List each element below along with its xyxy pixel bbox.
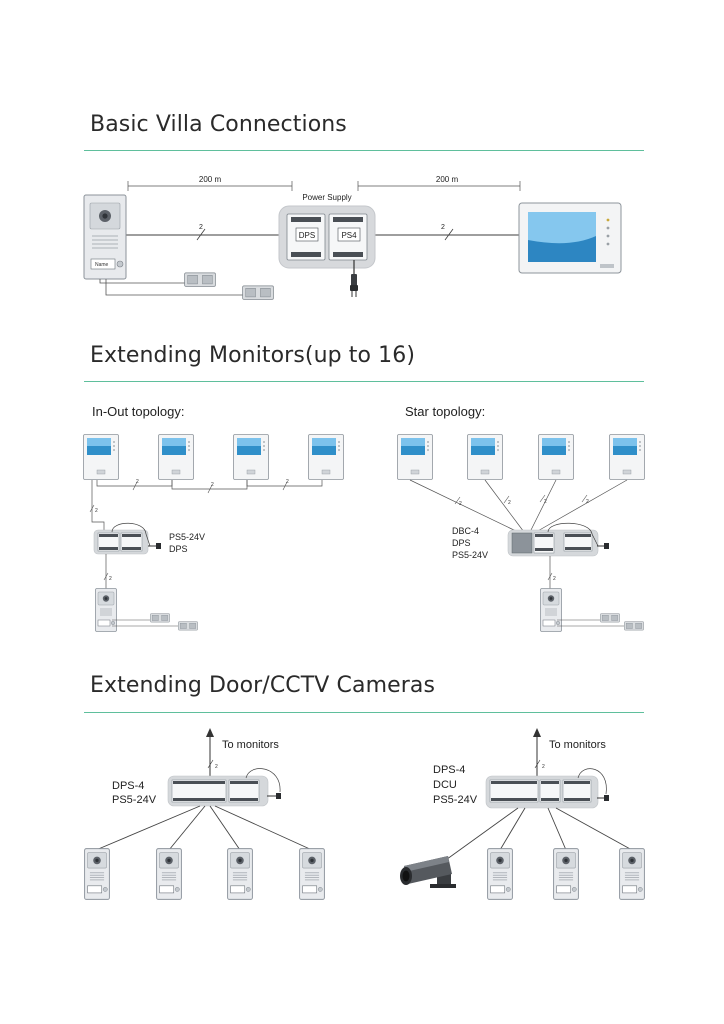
in-out-lock-1 [150, 613, 170, 623]
to-monitors-label-left: To monitors [222, 739, 279, 751]
star-monitor-1 [397, 434, 433, 480]
wire-count: 2 [544, 499, 547, 505]
monitors-diagram: In-Out topology: Star topology: 2 2 2 2 [83, 404, 645, 632]
in-out-lock-2 [178, 621, 198, 631]
star-device-label-2: DPS [452, 538, 471, 548]
in-out-device-label-1: PS5-24V [169, 532, 205, 542]
wire-count: 2 [542, 764, 545, 770]
star-lock-2 [624, 621, 644, 631]
section-title-cameras: Extending Door/CCTV Cameras [90, 673, 436, 698]
name-plate-label: Name [95, 262, 109, 268]
star-device-label-3: PS5-24V [452, 550, 488, 560]
electric-lock-1 [184, 272, 216, 287]
star-monitor-3 [538, 434, 574, 480]
electric-lock-2 [242, 285, 274, 300]
section-divider-cameras [84, 712, 644, 713]
star-topology-title: Star topology: [405, 404, 485, 419]
right-device-label-3: PS5-24V [433, 794, 478, 806]
dps-module-label: DPS [299, 231, 315, 240]
wire-count: 2 [286, 479, 289, 485]
cameras-diagram: To monitors 2 DPS-4 PS5-24V To monitors [84, 728, 645, 900]
in-out-monitor-2 [158, 434, 194, 480]
wire-count-left: 2 [199, 224, 203, 231]
right-power-supply [485, 768, 607, 809]
in-out-monitor-1 [83, 434, 119, 480]
in-out-power-supply [93, 522, 151, 555]
left-device-label-1: DPS-4 [112, 780, 144, 792]
indoor-monitor [518, 202, 622, 274]
in-out-topology-title: In-Out topology: [92, 404, 185, 419]
wire-count: 2 [508, 500, 511, 506]
star-distributor-and-power [507, 522, 599, 557]
ps-module-label: PS4 [341, 231, 357, 240]
star-device-label-1: DBC-4 [452, 526, 479, 536]
section-divider-monitors [84, 381, 644, 382]
right-device-label-2: DCU [433, 779, 457, 791]
in-out-device-label-2: DPS [169, 544, 188, 554]
wire-count: 2 [586, 499, 589, 505]
in-out-monitor-3 [233, 434, 269, 480]
left-door-station-1 [84, 848, 110, 900]
right-door-station-2 [553, 848, 579, 900]
wire-count: 2 [215, 764, 218, 770]
wire-count: 2 [109, 576, 112, 582]
left-door-station-4 [299, 848, 325, 900]
wire-count-right: 2 [441, 224, 445, 231]
wire-count: 2 [553, 576, 556, 582]
section-title-monitors: Extending Monitors(up to 16) [90, 343, 416, 368]
to-monitors-label-right: To monitors [549, 739, 606, 751]
right-door-station-3 [619, 848, 645, 900]
in-out-monitor-4 [308, 434, 344, 480]
power-supply-label: Power Supply [302, 193, 351, 202]
left-device-label-2: PS5-24V [112, 794, 157, 806]
distance-label-right: 200 m [436, 175, 459, 184]
star-monitor-2 [467, 434, 503, 480]
in-out-door-station [95, 588, 117, 632]
wire-count: 2 [136, 479, 139, 485]
right-device-label-1: DPS-4 [433, 764, 465, 776]
door-station: Name [83, 194, 127, 280]
cctv-camera [400, 856, 456, 888]
left-door-station-3 [227, 848, 253, 900]
wire-count: 2 [459, 501, 462, 507]
right-door-station-1 [487, 848, 513, 900]
section-divider-basic [84, 150, 644, 151]
section-title-basic: Basic Villa Connections [90, 112, 347, 137]
star-monitor-4 [609, 434, 645, 480]
left-power-supply [167, 768, 281, 807]
basic-diagram: 200 m 200 m Power Supply 2 2 Name [83, 175, 622, 300]
wire-count: 2 [211, 482, 214, 488]
star-lock-1 [600, 613, 620, 623]
left-door-station-2 [156, 848, 182, 900]
distance-label-left: 200 m [199, 175, 222, 184]
power-supply-unit: DPS PS4 [278, 205, 376, 269]
wire-count: 2 [95, 508, 98, 514]
star-door-station [540, 588, 562, 632]
power-plug [349, 274, 359, 298]
